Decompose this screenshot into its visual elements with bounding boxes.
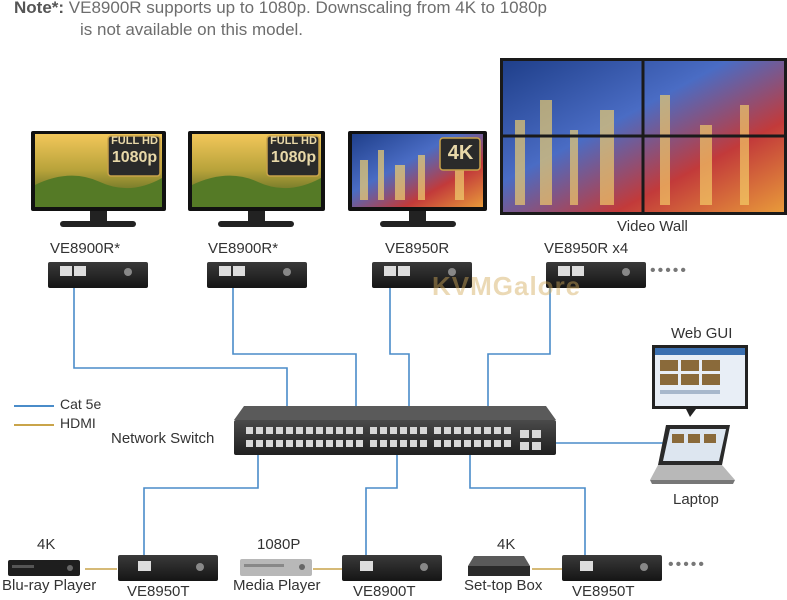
badge-top: 4K [447, 142, 474, 164]
more-dots-transmitters: ••••• [668, 556, 707, 573]
more-dots-receivers: ••••• [650, 262, 689, 279]
laptop-label: Laptop [673, 491, 719, 508]
transmitter-3 [562, 555, 662, 581]
note: Note*: VE8900R supports up to 1080p. Dow… [14, 0, 547, 41]
transmitter-1 [118, 555, 218, 581]
badge-monitor-3: 4K [440, 141, 481, 165]
monitor-1 [31, 131, 166, 227]
monitor-3 [348, 131, 487, 227]
display-label-1: VE8900R* [50, 240, 121, 257]
video-wall [500, 58, 787, 215]
badge-top: FULL HD [111, 135, 158, 147]
set-top-box [468, 556, 530, 576]
badge-bottom: 1080p [270, 149, 317, 166]
receiver-4 [546, 262, 646, 288]
source-3-device: Set-top Box [464, 577, 543, 594]
video-wall-label: Video Wall [617, 218, 688, 235]
badge-top: FULL HD [270, 135, 317, 147]
badge-bottom: 1080p [111, 149, 158, 166]
note-label: Note*: [14, 0, 65, 17]
transmitter-2 [342, 555, 442, 581]
legend-cat5e-label: Cat 5e [60, 396, 102, 412]
display-label-4: VE8950R x4 [544, 240, 629, 257]
source-2-resolution: 1080P [257, 536, 301, 553]
laptop [650, 425, 735, 484]
badge-monitor-2: FULL HD 1080p [267, 135, 320, 168]
receiver-1 [48, 262, 148, 288]
media-player [240, 559, 312, 576]
legend-hdmi-label: HDMI [60, 415, 96, 431]
source-3-resolution: 4K [497, 536, 516, 553]
transmitter-1-label: VE8950T [127, 583, 190, 600]
display-label-2: VE8900R* [208, 240, 279, 257]
source-2-device: Media Player [233, 577, 321, 594]
note-line2: is not available on this model. [80, 20, 304, 39]
network-switch [234, 406, 556, 455]
blu-ray-player [8, 560, 80, 576]
watermark: KVMGalore [432, 271, 582, 301]
receiver-2 [207, 262, 307, 288]
cat5e-cables [73, 278, 668, 555]
web-gui-label: Web GUI [671, 325, 733, 342]
monitor-2 [188, 131, 325, 227]
display-label-3: VE8950R [385, 240, 450, 257]
source-1-resolution: 4K [37, 536, 56, 553]
source-1-device: Blu-ray Player [2, 577, 97, 594]
receiver-3 [372, 262, 472, 288]
badge-monitor-1: FULL HD 1080p [108, 135, 161, 168]
transmitter-2-label: VE8900T [353, 583, 416, 600]
transmitter-3-label: VE8950T [572, 583, 635, 600]
web-gui-window [652, 345, 748, 417]
network-switch-label: Network Switch [111, 430, 215, 447]
note-line1: VE8900R supports up to 1080p. Downscalin… [68, 0, 547, 17]
